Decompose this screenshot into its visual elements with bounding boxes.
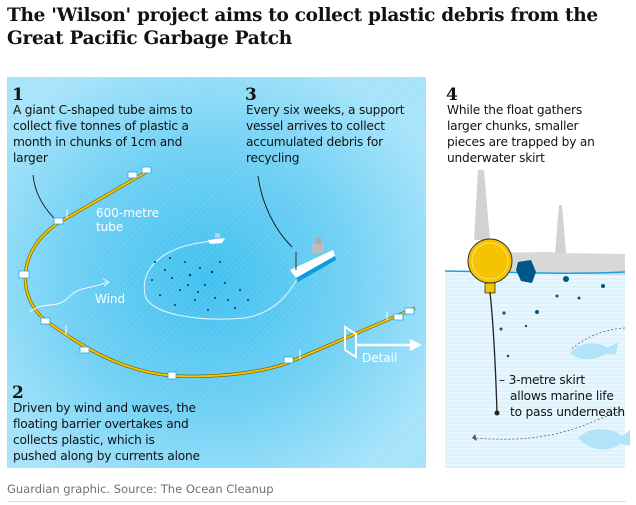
- step-text-line: recycling: [246, 151, 299, 165]
- skirt-label-line: allows marine life: [510, 389, 614, 403]
- step-text-line: Driven by wind and waves, the: [13, 401, 196, 415]
- tube-label-line: 600-metre: [96, 206, 159, 220]
- skirt-line: [489, 291, 498, 414]
- collection-net: [143, 240, 301, 320]
- graphic-title: The 'Wilson' project aims to collect pla…: [7, 5, 598, 49]
- underwater-detail-panel: – 3-metre skirt allows marine life to pa…: [444, 170, 630, 468]
- skirt-label-line: – 3-metre skirt: [499, 373, 585, 387]
- step-4: 4 While the float gathers larger chunks,…: [446, 85, 595, 165]
- wind-arrow-icon: [29, 281, 108, 313]
- detail-arrow-icon[interactable]: [410, 339, 422, 351]
- step-text-line: larger chunks, smaller: [447, 119, 580, 133]
- source-credit: Guardian graphic. Source: The Ocean Clea…: [7, 482, 274, 496]
- step-number: 1: [12, 85, 24, 105]
- step-2: 2 Driven by wind and waves, the floating…: [12, 383, 200, 463]
- step-3: 3 Every six weeks, a support vessel arri…: [245, 85, 405, 165]
- divider: [7, 501, 626, 502]
- flow-arrow-icon: [474, 410, 623, 440]
- oil-platform-icon: [474, 170, 490, 240]
- support-vessel-icon: [290, 237, 336, 282]
- small-boat-icon: [208, 233, 225, 244]
- step-text-line: While the float gathers: [447, 103, 582, 117]
- detail-section-marker: [344, 325, 357, 359]
- step-text-line: month in chunks of 1cm and: [13, 135, 182, 149]
- large-debris-icon: [516, 260, 536, 283]
- step-text-line: accumulated debris for: [246, 135, 384, 149]
- fish-icon: [578, 429, 630, 450]
- step-text-line: pushed along by currents alone: [13, 449, 200, 463]
- step-number: 3: [245, 85, 257, 105]
- step-text-line: Every six weeks, a support: [246, 103, 405, 117]
- step-number: 2: [12, 383, 24, 403]
- step-text-line: floating barrier overtakes and: [13, 417, 189, 431]
- step-text-line: larger: [13, 151, 49, 165]
- step-text-line: pieces are trapped by an: [447, 135, 595, 149]
- small-debris: [499, 276, 605, 358]
- detail-label: Detail: [362, 351, 397, 365]
- float-icon: [484, 282, 496, 294]
- step-number: 4: [446, 85, 458, 105]
- step-text-line: collects plastic, which is: [13, 433, 155, 447]
- plastic-debris: [151, 257, 249, 311]
- step-text-line: A giant C-shaped tube aims to: [13, 103, 192, 117]
- wind-label: Wind: [95, 292, 125, 306]
- step-text-line: collect five tonnes of plastic a: [13, 119, 189, 133]
- anchor-buoys: [18, 166, 415, 380]
- fish-icon: [570, 342, 618, 360]
- step-1: 1 A giant C-shaped tube aims to collect …: [12, 85, 193, 165]
- skirt-label-line: to pass underneath: [510, 405, 625, 419]
- flow-arrow-icon: [569, 327, 626, 351]
- callout-line-3: [257, 175, 293, 248]
- tube-label-line: tube: [96, 220, 123, 234]
- step-text-line: underwater skirt: [447, 151, 545, 165]
- step-text-line: vessel arrives to collect: [246, 119, 385, 133]
